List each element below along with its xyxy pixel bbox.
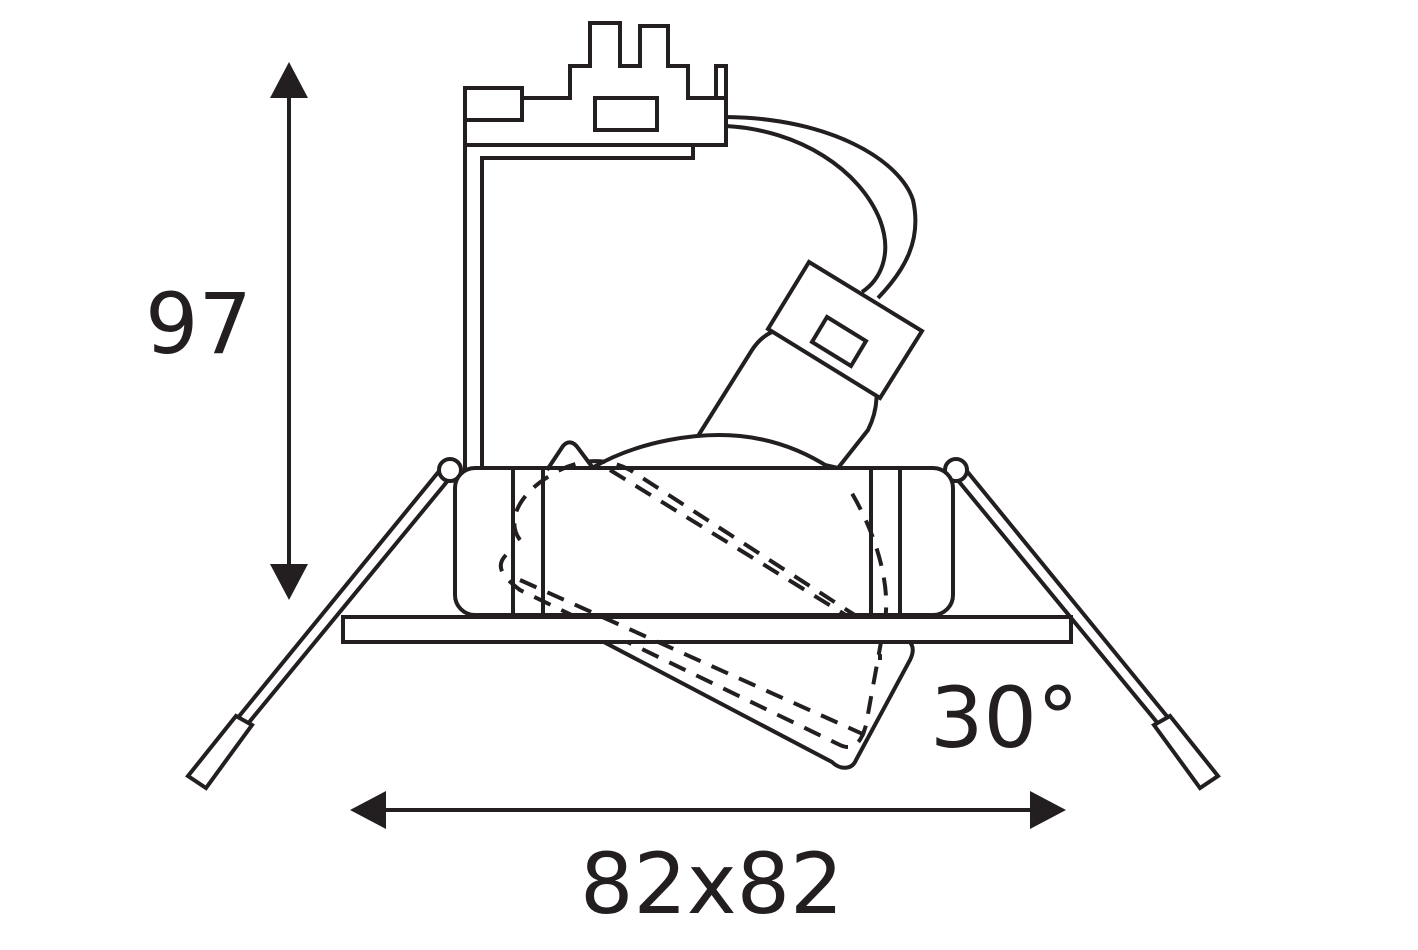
housing [453, 466, 955, 617]
lamp-dome [584, 433, 837, 470]
spring-clip-right [943, 457, 1221, 791]
tilt-tab [545, 440, 595, 472]
trim-flange [341, 615, 1073, 644]
tilt-angle-label: 30° [930, 669, 1079, 767]
mounting-bracket [463, 143, 695, 470]
height-dimension-arrow [270, 62, 308, 600]
tilted-lamp-body [599, 632, 915, 770]
lamp-socket [694, 259, 925, 471]
connection-wires [725, 115, 918, 300]
width-label: 82x82 [580, 835, 844, 933]
height-label: 97 [145, 275, 252, 373]
width-dimension-arrow [350, 791, 1066, 829]
terminal-block [463, 21, 728, 147]
tilted-head-dashed-edge [519, 578, 866, 737]
spring-clip-left [185, 457, 463, 791]
